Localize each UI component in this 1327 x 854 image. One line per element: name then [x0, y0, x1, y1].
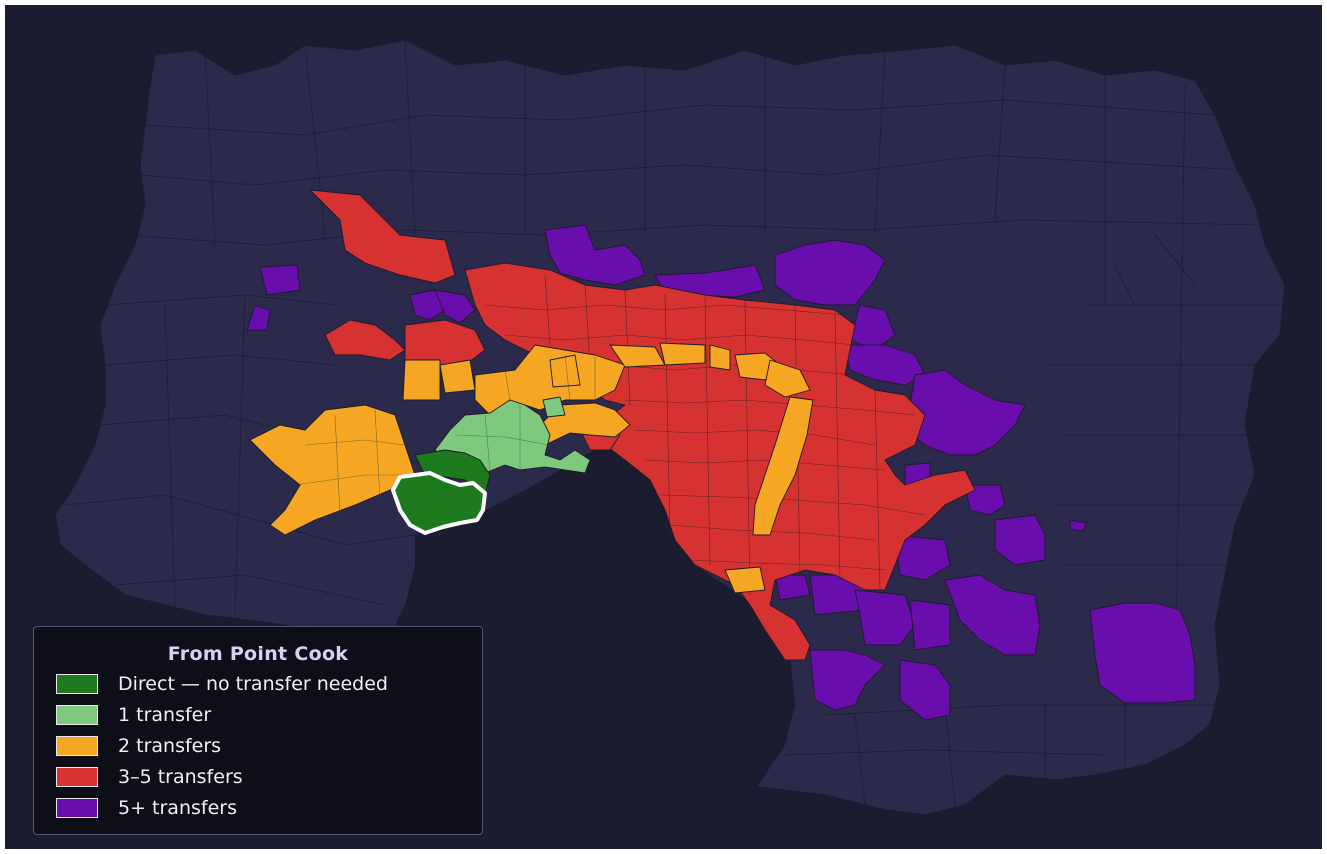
legend-label-direct: Direct — no transfer needed	[118, 673, 388, 695]
suburb-boundaries	[64, 39, 1280, 806]
legend-title: From Point Cook	[167, 643, 349, 665]
legend-item-two-transfers: 2 transfers	[56, 734, 221, 758]
legend-item-five-plus: 5+ transfers	[56, 796, 237, 820]
legend-label-five-plus: 5+ transfers	[118, 797, 237, 819]
map-frame: From Point Cook Direct — no transfer nee…	[5, 5, 1322, 849]
legend-swatch-three-to-five	[56, 767, 98, 787]
legend-swatch-five-plus	[56, 798, 98, 818]
legend: From Point Cook Direct — no transfer nee…	[33, 626, 483, 835]
origin-point-cook[interactable]	[391, 471, 487, 535]
legend-swatch-two-transfers	[56, 736, 98, 756]
legend-item-one-transfer: 1 transfer	[56, 703, 211, 727]
legend-label-one-transfer: 1 transfer	[118, 704, 212, 726]
zone-one-transfer	[434, 396, 591, 474]
west-suburb-boundaries	[294, 354, 596, 516]
inner-suburb-boundaries	[484, 274, 926, 596]
legend-swatch-direct	[56, 674, 98, 694]
legend-item-direct: Direct — no transfer needed	[56, 672, 388, 696]
legend-swatch-one-transfer	[56, 705, 98, 725]
legend-item-three-to-five: 3–5 transfers	[56, 765, 243, 789]
legend-label-three-to-five: 3–5 transfers	[118, 766, 243, 788]
legend-label-two-transfers: 2 transfers	[118, 735, 222, 757]
